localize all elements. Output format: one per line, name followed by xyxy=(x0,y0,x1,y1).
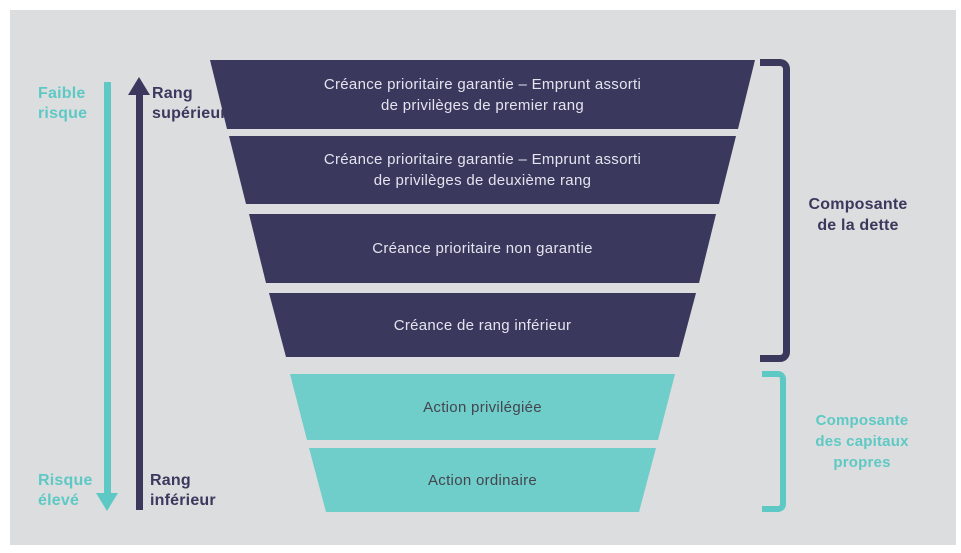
funnel-row-label: Créance prioritaire non garantie xyxy=(372,240,593,257)
funnel-row-senior-unsecured: Créance prioritaire non garantie xyxy=(249,214,716,283)
funnel-row-senior-secured-first-lien: Créance prioritaire garantie – Emprunt a… xyxy=(210,60,755,129)
funnel-row-label: Action privilégiée xyxy=(423,398,542,416)
funnel-row-label: Action ordinaire xyxy=(427,471,538,489)
debt-component-label: Composante de la dette xyxy=(808,196,908,234)
risk-arrow-shaft xyxy=(104,82,111,493)
funnel-row-label: Créance de rang inférieur xyxy=(393,316,572,334)
rank-arrow-shaft xyxy=(136,95,143,510)
debt-bracket xyxy=(760,59,790,362)
funnel-row-subordinated-debt: Créance de rang inférieur xyxy=(269,293,696,357)
arrow-down-icon xyxy=(96,493,118,511)
junior-rank-label: Rang inférieur xyxy=(150,472,216,509)
senior-rank-label: Rang supérieur xyxy=(152,85,227,122)
low-risk-label: Faible risque xyxy=(38,85,88,122)
funnel-row-label: Créance prioritaire garantie – Emprunt a… xyxy=(323,75,642,114)
arrow-up-icon xyxy=(128,77,150,95)
funnel-row-preferred-share: Action privilégiée xyxy=(290,374,675,440)
high-risk-label: Risque élevé xyxy=(38,472,93,509)
funnel-row-common-share: Action ordinaire xyxy=(309,448,656,512)
equity-bracket xyxy=(762,371,786,512)
funnel-row-label: Créance prioritaire garantie – Emprunt a… xyxy=(323,151,642,189)
funnel-row-senior-secured-second-lien: Créance prioritaire garantie – Emprunt a… xyxy=(229,136,736,204)
equity-component-label: Composante des capitaux propres xyxy=(815,412,909,471)
